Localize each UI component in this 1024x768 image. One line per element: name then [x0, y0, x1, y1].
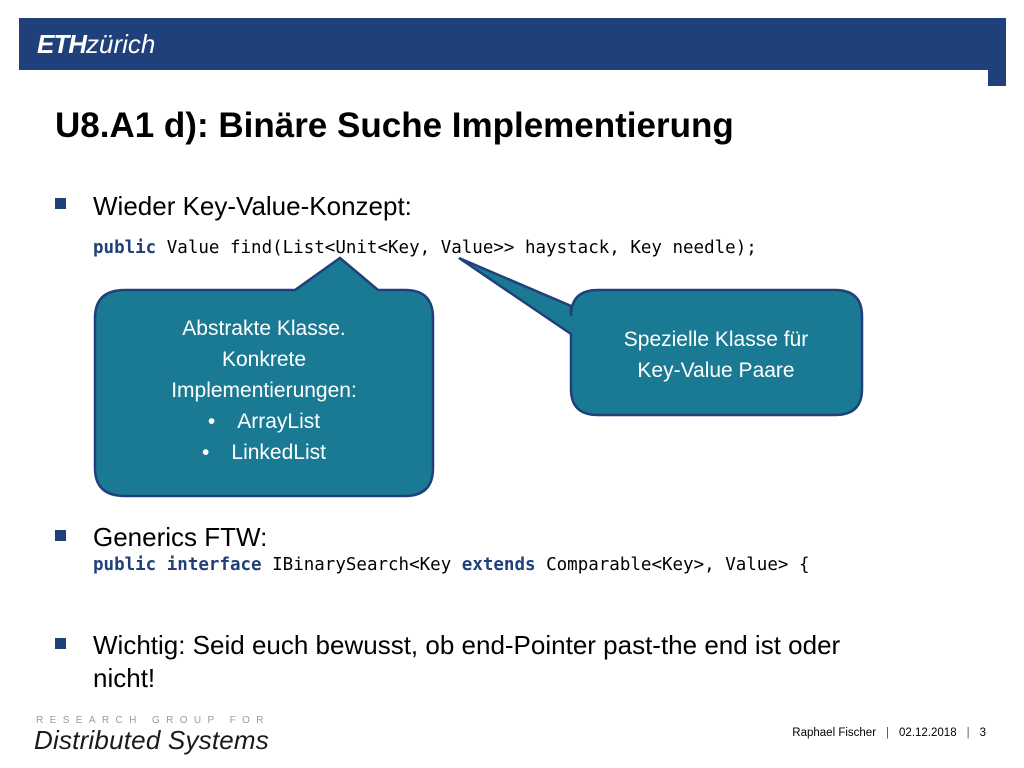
callout-item-label: ArrayList	[237, 410, 321, 433]
footer-date: 02.12.2018	[899, 727, 957, 739]
bullet-marker-3	[55, 638, 66, 649]
callout-left-line2: Konkrete	[221, 348, 307, 371]
bullet-generics: Generics FTW:	[93, 522, 268, 552]
code-keyword-interface: interface	[166, 555, 262, 575]
research-group-label: RESEARCH GROUP FOR	[36, 715, 270, 726]
footer-separator: |	[886, 727, 890, 739]
footer-separator: |	[966, 727, 970, 739]
footer-author: Raphael Fischer	[792, 727, 877, 739]
callout-left-item-linkedlist: • LinkedList	[100, 437, 428, 468]
bullet-marker-1	[55, 198, 66, 209]
logo-zurich: zürich	[86, 29, 156, 59]
code-find-rest: Value find(List<Unit<Key, Value>> haysta…	[156, 238, 757, 258]
distributed-systems-logo: Distributed Systems	[34, 725, 269, 755]
callout-right-line1: Spezielle Klasse für	[623, 328, 809, 351]
callout-left-line1: Abstrakte Klasse.	[182, 317, 346, 340]
logo-eth: ETH	[37, 29, 87, 59]
code-interface-signature: public interface IBinarySearch<Key exten…	[93, 553, 809, 577]
callout-right-line2: Key-Value Paare	[637, 359, 795, 382]
callout-item-label: LinkedList	[231, 441, 326, 464]
bullet-wichtig-line1: Wichtig: Seid euch bewusst, ob end-Point…	[93, 630, 841, 660]
header-tab	[988, 70, 1006, 86]
callout-left-shape	[93, 256, 435, 498]
code-keyword-public: public	[93, 238, 157, 258]
bullet-marker-2	[55, 530, 66, 541]
bullet-key-value: Wieder Key-Value-Konzept:	[93, 191, 412, 221]
callout-left-item-arraylist: • ArrayList	[100, 406, 428, 437]
callout-bullet: •	[207, 410, 216, 433]
code-keyword-public: public	[93, 555, 157, 575]
footer-page-number: 3	[979, 727, 986, 739]
code-find-signature: public Value find(List<Unit<Key, Value>>…	[93, 236, 757, 260]
header-bar	[19, 18, 1006, 70]
footer-info: Raphael Fischer | 02.12.2018 | 3	[792, 727, 986, 739]
bullet-wichtig-line2: nicht!	[93, 663, 156, 693]
callout-bullet: •	[202, 441, 210, 464]
callout-left-text: Abstrakte Klasse. Konkrete Implementieru…	[100, 313, 428, 468]
code-interface-end: Comparable<Key>, Value> {	[535, 555, 810, 575]
callout-right-shape	[458, 256, 864, 417]
callout-right-text: Spezielle Klasse für Key-Value Paare	[576, 324, 856, 386]
code-keyword-extends: extends	[461, 555, 536, 575]
code-interface-mid: IBinarySearch<Key	[261, 555, 462, 575]
eth-zurich-logo: ETHzürich	[37, 29, 155, 59]
callout-left-line3: Implementierungen:	[171, 379, 357, 402]
slide-title: U8.A1 d): Binäre Suche Implementierung	[55, 106, 734, 145]
